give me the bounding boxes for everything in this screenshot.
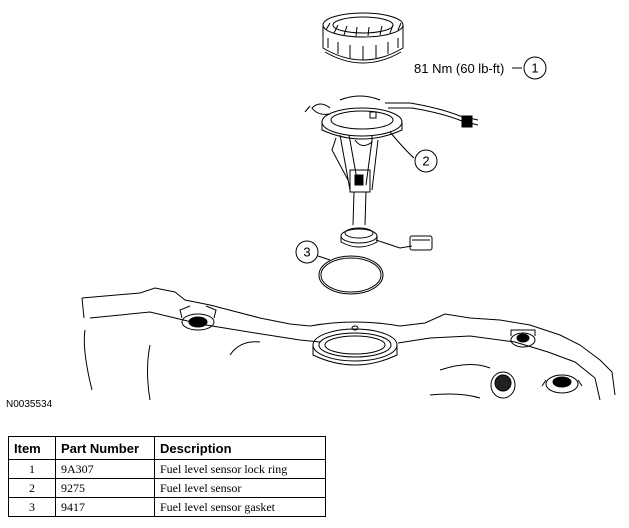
table-row: 2 9275 Fuel level sensor — [8, 478, 326, 498]
fuel-tank-drawing — [81, 287, 616, 401]
callout-2-circle — [414, 149, 438, 173]
callout-1-circle — [523, 56, 547, 80]
cell-item: 1 — [8, 459, 56, 479]
gasket-drawing — [318, 255, 384, 295]
callout-3-number: 3 — [303, 245, 310, 260]
cell-part-number: 9417 — [55, 497, 155, 517]
callout-2-number: 2 — [422, 154, 429, 169]
callout-1-number: 1 — [531, 61, 538, 76]
cell-description: Fuel level sensor gasket — [154, 497, 326, 517]
cell-part-number: 9275 — [55, 478, 155, 498]
header-part-number: Part Number — [55, 436, 155, 460]
cell-item: 2 — [8, 478, 56, 498]
cell-description: Fuel level sensor lock ring — [154, 459, 326, 479]
callout-3-circle — [295, 240, 319, 264]
cell-item: 3 — [8, 497, 56, 517]
fuel-level-sensor-drawing — [304, 95, 479, 251]
parts-table: Item Part Number Description 1 9A307 Fue… — [8, 436, 326, 517]
lock-ring-drawing — [322, 12, 404, 64]
figure-id: N0035534 — [6, 399, 53, 410]
header-description: Description — [154, 436, 326, 460]
callout-2-leader — [389, 131, 415, 159]
table-row: 3 9417 Fuel level sensor gasket — [8, 497, 326, 517]
header-item: Item — [8, 436, 56, 460]
torque-spec-label: 81 Nm (60 lb-ft) — [414, 61, 504, 76]
table-row: 1 9A307 Fuel level sensor lock ring — [8, 459, 326, 479]
cell-description: Fuel level sensor — [154, 478, 326, 498]
exploded-diagram: 81 Nm (60 lb-ft) 1 2 3 — [81, 12, 616, 401]
table-header-row: Item Part Number Description — [8, 436, 326, 460]
cell-part-number: 9A307 — [55, 459, 155, 479]
callout-3-leader — [317, 255, 331, 261]
